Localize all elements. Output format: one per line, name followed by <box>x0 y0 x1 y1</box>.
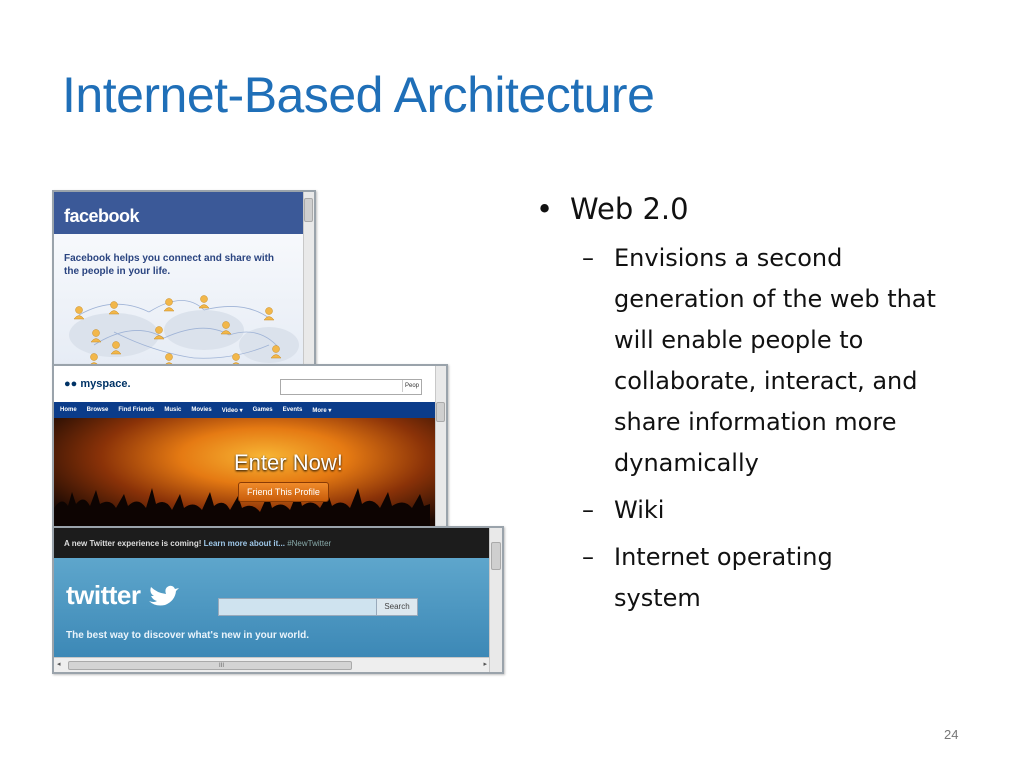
sub-bullet-dash: – <box>582 244 594 272</box>
myspace-nav-item[interactable]: More ▾ <box>312 407 332 414</box>
twitter-search-button[interactable]: Search <box>376 599 417 615</box>
myspace-screenshot: ●● myspace. Peop Home Browse Find Friend… <box>52 364 448 530</box>
person-icon <box>263 307 275 321</box>
myspace-nav-item[interactable]: Movies <box>191 407 212 413</box>
twitter-bird-icon <box>149 585 180 606</box>
myspace-search-button[interactable]: Peop <box>401 380 421 392</box>
myspace-enter-headline: Enter Now! <box>234 450 343 475</box>
twitter-logo: twitter <box>66 580 180 611</box>
person-icon <box>220 321 232 335</box>
scroll-thumb[interactable] <box>304 198 313 222</box>
sub-bullet-text: Envisions a second generation of the web… <box>614 244 936 477</box>
myspace-nav-item[interactable]: Games <box>252 407 273 413</box>
facebook-tagline: Facebook helps you connect and share wit… <box>64 253 275 277</box>
twitter-notice: A new Twitter experience is coming! Lear… <box>64 539 331 548</box>
person-icon <box>153 326 165 340</box>
bullet-dot: • <box>536 192 554 226</box>
twitter-hashtag[interactable]: #NewTwitter <box>287 539 332 548</box>
scroll-thumb[interactable]: III <box>68 661 352 670</box>
person-icon <box>110 341 122 355</box>
myspace-nav-item[interactable]: Browse <box>86 407 109 413</box>
person-icon <box>198 295 210 309</box>
crowd-silhouette <box>54 488 430 528</box>
sub-bullet-text: Wiki <box>614 496 665 524</box>
page-number: 24 <box>944 727 959 742</box>
myspace-nav-item[interactable]: Video ▾ <box>221 407 243 414</box>
scroll-thumb[interactable] <box>436 402 445 422</box>
twitter-horizontal-scrollbar[interactable]: ◂ III ▸ <box>54 657 490 672</box>
person-icon <box>90 329 102 343</box>
scroll-left-arrow-icon[interactable]: ◂ <box>57 660 61 668</box>
sub-bullet: – Envisions a second generation of the w… <box>582 238 976 484</box>
sub-bullet-dash: – <box>582 543 594 571</box>
myspace-concert-banner: Enter Now! Friend This Profile <box>54 418 436 528</box>
twitter-hero: twitter Search The best way to discover … <box>54 558 490 658</box>
sub-bullet: – Wiki <box>582 490 976 531</box>
myspace-nav-item[interactable]: Home <box>60 407 77 413</box>
twitter-vertical-scrollbar[interactable] <box>489 528 502 672</box>
myspace-nav-item[interactable]: Music <box>164 407 182 413</box>
sub-bullet-dash: – <box>582 496 594 524</box>
myspace-search-input[interactable]: Peop <box>280 379 422 395</box>
myspace-nav-item[interactable]: Events <box>282 407 303 413</box>
sub-bullet: – Internet operating system <box>582 537 976 619</box>
facebook-header-bar: facebook <box>54 192 304 234</box>
person-icon <box>270 345 282 359</box>
bullet-text: Web 2.0 <box>570 192 689 226</box>
scroll-thumb[interactable] <box>491 542 501 570</box>
twitter-learn-more-link[interactable]: Learn more about it... <box>203 539 285 548</box>
person-icon <box>163 298 175 312</box>
slide-title: Internet-Based Architecture <box>62 67 655 123</box>
scroll-right-arrow-icon[interactable]: ▸ <box>483 660 487 668</box>
friend-this-profile-button[interactable]: Friend This Profile <box>238 482 329 502</box>
sub-bullet-text: Internet operating system <box>614 543 833 612</box>
facebook-vertical-scrollbar[interactable] <box>303 192 314 366</box>
myspace-vertical-scrollbar[interactable] <box>435 366 446 528</box>
facebook-body: Facebook helps you connect and share wit… <box>54 234 304 366</box>
myspace-logo: ●● myspace. <box>64 378 131 390</box>
person-icon <box>108 301 120 315</box>
bullet-web-2-0: • Web 2.0 <box>536 188 976 230</box>
myspace-nav-bar: Home Browse Find Friends Music Movies Vi… <box>54 402 436 418</box>
bullet-list: • Web 2.0 – Envisions a second generatio… <box>536 188 976 619</box>
myspace-people-icon: ●● <box>64 378 78 390</box>
facebook-logo: facebook <box>64 206 140 226</box>
myspace-header: ●● myspace. Peop <box>54 366 436 402</box>
twitter-notice-bar: A new Twitter experience is coming! Lear… <box>54 528 490 558</box>
world-network-map <box>69 295 299 366</box>
person-icon <box>73 306 85 320</box>
myspace-nav-item[interactable]: Find Friends <box>118 407 155 413</box>
twitter-tagline: The best way to discover what's new in y… <box>66 630 309 641</box>
twitter-search-input[interactable]: Search <box>218 598 418 616</box>
twitter-screenshot: A new Twitter experience is coming! Lear… <box>52 526 504 674</box>
scroll-grip: III <box>219 663 225 669</box>
facebook-screenshot: facebook Facebook helps you connect and … <box>52 190 316 368</box>
twitter-notice-text: A new Twitter experience is coming! <box>64 539 202 548</box>
